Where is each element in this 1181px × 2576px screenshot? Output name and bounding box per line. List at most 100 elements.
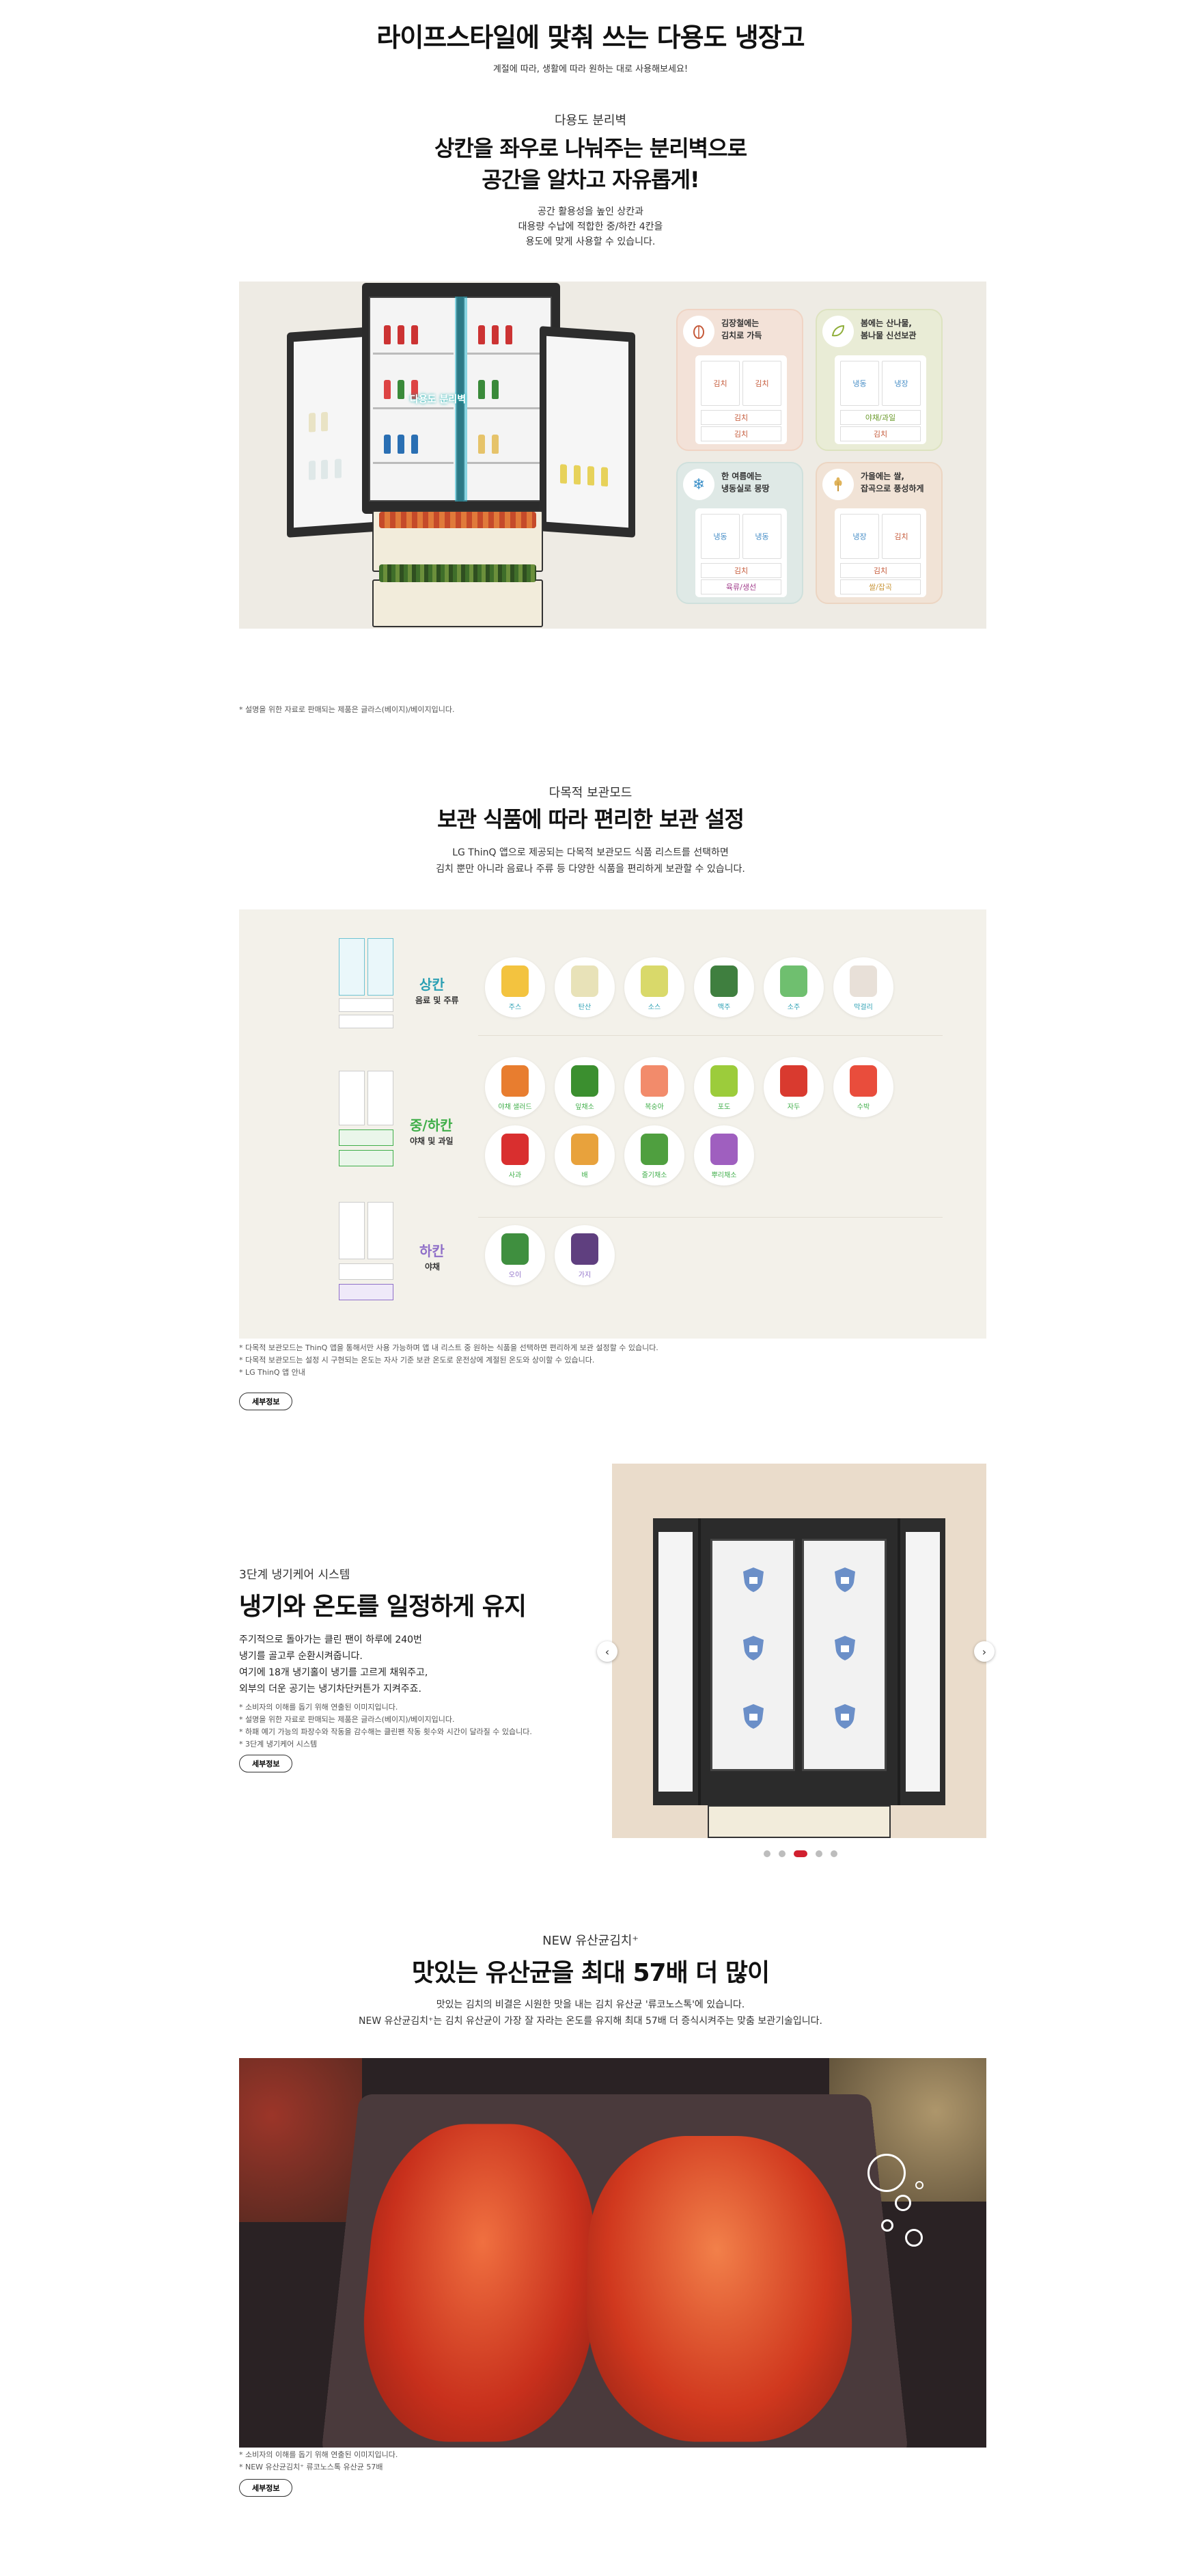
zone-divider-1	[478, 1035, 943, 1036]
carousel-dot[interactable]	[764, 1850, 770, 1857]
cooling-detail-button[interactable]: 세부정보	[239, 1755, 293, 1772]
storage-item-label: 소주	[787, 1004, 801, 1011]
storage-item-label: 뿌리채소	[711, 1172, 737, 1179]
storage-item-label: 자두	[787, 1104, 801, 1111]
divider-desc-line2: 대용량 수납에 적합한 중/하칸 4칸을	[518, 221, 663, 232]
fridge-bottom-drawer	[372, 564, 543, 627]
zone-bottom-sub: 야채	[425, 1262, 441, 1272]
divider-eyebrow: 다용도 분리벽	[554, 113, 627, 128]
probiotic-title: 맛있는 유산균을 최대 57배 더 많이	[411, 1959, 770, 1987]
carousel-dot[interactable]	[794, 1850, 807, 1857]
cooling-desc-line4: 외부의 더운 공기는 냉기차단커튼가 지켜주죠.	[239, 1684, 421, 1695]
mode-spring-title2: 봄나물 신선보관	[861, 331, 917, 340]
mode-summer-title2: 냉동실로 몽땅	[721, 484, 770, 493]
storage-item-label: 야채 샐러드	[498, 1104, 532, 1111]
storage-item: 배	[555, 1125, 615, 1186]
mode-summer-bottom: 육류/생선	[701, 579, 781, 594]
shield-icon	[742, 1703, 765, 1733]
storage-item: 줄기채소	[624, 1125, 684, 1186]
zone-bottom-thumbnail	[339, 1202, 393, 1304]
grain-icon	[822, 469, 854, 500]
kimchi-photo	[239, 2058, 986, 2448]
mode-kimchi-mid: 김치	[701, 410, 781, 425]
cooling-note-2: * 설명을 위한 자료로 판매되는 제품은 글라스(베이지)/베이지입니다.	[239, 1715, 455, 1724]
kimchi-icon	[683, 316, 714, 347]
storage-eyebrow: 다목적 보관모드	[548, 786, 633, 800]
mode-kimchi-bottom: 김치	[701, 426, 781, 441]
food-picture	[501, 965, 529, 997]
shield-icon	[833, 1634, 857, 1664]
storage-desc-line1: LG ThinQ 앱으로 제공되는 다목적 보관모드 식품 리스트를 선택하면	[452, 847, 729, 858]
storage-item-label: 수박	[857, 1104, 870, 1111]
probiotic-eyebrow: NEW 유산균김치⁺	[542, 1934, 639, 1948]
mode-autumn-top-left: 냉장	[840, 514, 879, 559]
mode-autumn-mid: 김치	[840, 563, 921, 578]
divider-title-line1: 상칸을 좌우로 나눠주는 분리벽으로	[434, 135, 747, 161]
carousel-dot[interactable]	[816, 1850, 822, 1857]
mode-spring-top-left: 냉동	[840, 361, 879, 406]
probiotic-detail-button[interactable]: 세부정보	[239, 2479, 293, 2497]
mode-autumn-top-right: 김치	[882, 514, 921, 559]
cooling-fridge-drawer	[708, 1805, 891, 1838]
food-picture	[710, 1134, 738, 1165]
storage-item: 오이	[485, 1225, 545, 1285]
probiotic-note-1: * 소비자의 이해를 돕기 위해 연출된 이미지입니다.	[239, 2450, 398, 2459]
mode-summer-title1: 한 여름에는	[721, 471, 762, 481]
mode-spring-mid: 야채/과일	[840, 410, 921, 425]
storage-item: 사과	[485, 1125, 545, 1186]
mode-kimchi-title1: 김장철에는	[721, 318, 760, 328]
bubble-icon	[867, 2154, 906, 2192]
bubble-icon	[905, 2229, 923, 2247]
fridge-cabinet: 다용도 분리벽	[362, 283, 560, 514]
storage-detail-button[interactable]: 세부정보	[239, 1393, 293, 1410]
cooling-photo	[612, 1464, 986, 1838]
divider-wall-light	[455, 297, 467, 502]
zone-top-name: 상칸	[419, 976, 445, 993]
cooling-desc: 주기적으로 돌아가는 클린 팬이 하루에 240번 냉기를 골고루 순환시켜줍니…	[239, 1632, 428, 1697]
storage-item: 막걸리	[833, 957, 893, 1017]
cooling-desc-line3: 여기에 18개 냉기홀이 냉기를 고르게 채워주고,	[239, 1667, 428, 1678]
carousel-dot[interactable]	[831, 1850, 837, 1857]
storage-item: 뿌리채소	[694, 1125, 754, 1186]
storage-item: 야채 샐러드	[485, 1057, 545, 1117]
fridge-illustration: 다용도 분리벽	[239, 282, 663, 629]
mode-autumn-title1: 가을에는 쌀,	[861, 471, 904, 481]
storage-item: 복숭아	[624, 1057, 684, 1117]
food-picture	[641, 965, 668, 997]
storage-item: 자두	[764, 1057, 824, 1117]
storage-item: 잎채소	[555, 1057, 615, 1117]
cooling-note-3: * 하패 예기 가능의 파장수와 작동을 감수해는 클린팬 작동 횟수와 시간이…	[239, 1727, 532, 1736]
storage-item: 맥주	[694, 957, 754, 1017]
food-picture	[571, 1134, 598, 1165]
zone-top-thumbnail	[339, 938, 393, 1028]
mode-summer-top-right: 냉동	[742, 514, 781, 559]
bubble-icon	[915, 2181, 923, 2189]
carousel-next-button[interactable]: ›	[974, 1641, 995, 1662]
storage-item: 수박	[833, 1057, 893, 1117]
probiotic-desc-line1: 맛있는 김치의 비결은 시원한 맛을 내는 김치 유산균 '류코노스톡'에 있습…	[436, 1999, 745, 2010]
bubble-icon	[895, 2195, 911, 2211]
carousel-dot[interactable]	[779, 1850, 786, 1857]
food-picture	[571, 965, 598, 997]
food-picture	[501, 1233, 529, 1265]
zone-bottom-name: 하칸	[419, 1243, 445, 1259]
leaf-icon	[822, 316, 854, 347]
food-picture	[571, 1233, 598, 1265]
mode-summer-top-left: 냉동	[701, 514, 740, 559]
chevron-left-icon: ‹	[605, 1645, 610, 1658]
storage-item-label: 포도	[717, 1104, 731, 1111]
storage-item-label: 오이	[508, 1272, 522, 1279]
storage-item: 소스	[624, 957, 684, 1017]
cooling-title: 냉기와 온도를 일정하게 유지	[239, 1593, 527, 1621]
mode-summer-mid: 김치	[701, 563, 781, 578]
storage-item-label: 배	[581, 1172, 588, 1179]
cooling-fridge	[653, 1518, 945, 1805]
food-picture	[501, 1134, 529, 1165]
storage-item-label: 사과	[508, 1172, 522, 1179]
page-title: 라이프스타일에 맞춰 쓰는 다용도 냉장고	[376, 23, 805, 53]
carousel-prev-button[interactable]: ‹	[597, 1641, 617, 1662]
food-picture	[710, 1065, 738, 1097]
